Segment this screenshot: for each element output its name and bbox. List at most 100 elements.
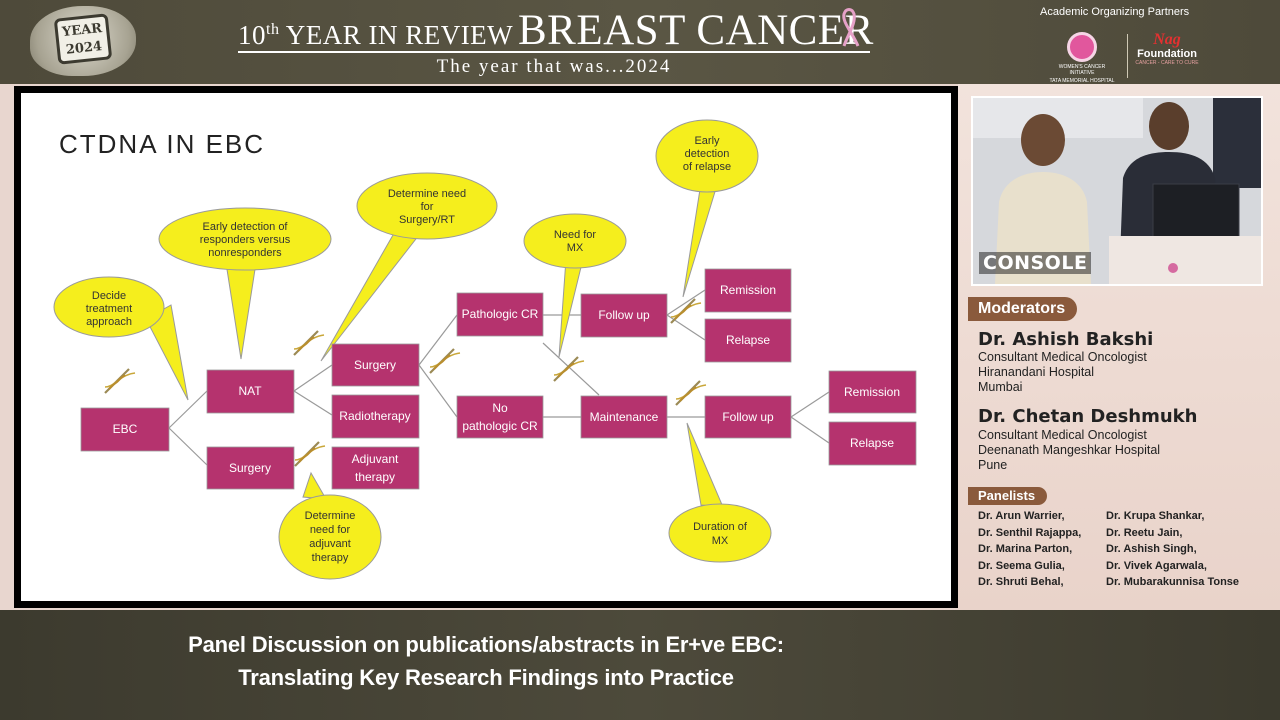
video-frame: CONSOLE	[973, 98, 1261, 284]
label-follow-up-1: Follow up	[598, 308, 650, 322]
year-badge: YEAR 2024	[53, 13, 113, 65]
label-remission-1: Remission	[720, 283, 776, 297]
dna-icon	[103, 367, 137, 395]
bubble-duration-line-1: Duration of	[693, 521, 748, 533]
box-follow-up-2	[704, 395, 792, 439]
bubble-adjuvant-line-1: Determine	[305, 510, 356, 522]
panelist: Dr. Shruti Behal,	[978, 576, 1064, 588]
event-title-edition: 10th YEAR IN REVIEW	[238, 20, 514, 50]
bubble-adjuvant-line-3: adjuvant	[309, 538, 351, 550]
label-relapse-1: Relapse	[726, 333, 770, 347]
bubble-surgery-line-2: for	[421, 201, 434, 213]
panelist: Dr. Vivek Agarwala,	[1106, 560, 1207, 572]
box-remission-1	[704, 268, 792, 313]
box-ebc	[80, 407, 170, 452]
panelists-label: Panelists	[968, 487, 1048, 505]
moderator-1-name: Dr. Ashish Bakshi	[978, 329, 1154, 350]
bubble-early-relapse: Early detection of relapse	[655, 119, 759, 298]
nag-foundation-logo: Nag Foundation CANCER - CARE TO CURE	[1134, 32, 1200, 80]
bubble-needmx-line-2: MX	[567, 242, 584, 254]
event-tagline: The year that was...2024	[436, 56, 672, 77]
wci-caption-2: TATA MEMORIAL HOSPITAL	[1049, 78, 1115, 84]
console-label: CONSOLE	[979, 252, 1092, 274]
box-surgery-left	[206, 446, 295, 490]
bubble-surgery-line-1: Determine need	[388, 188, 466, 200]
moderator-1-details: Consultant Medical Oncologist Hiranandan…	[978, 350, 1147, 395]
label-adjuvant-2: therapy	[355, 470, 395, 484]
dna-icon	[674, 379, 708, 407]
session-title-line-1: Panel Discussion on publications/abstrac…	[188, 632, 784, 657]
box-follow-up-1	[580, 293, 668, 338]
bubble-decide: Decide treatment approach	[53, 276, 189, 401]
bubble-adjuvant-line-4: therapy	[312, 552, 349, 564]
event-header: YEAR 2024 10th YEAR IN REVIEW BREAST CAN…	[0, 0, 1280, 84]
event-title: 10th YEAR IN REVIEW BREAST CANCER	[238, 6, 878, 54]
title-divider	[238, 51, 870, 53]
bubble-adjuvant-line-2: need for	[310, 524, 351, 536]
box-radiotherapy	[331, 394, 420, 439]
dna-icon	[428, 347, 462, 375]
ctdna-flow-diagram: Decide treatment approach Early detectio…	[53, 119, 917, 580]
event-title-main: BREAST CANCER	[518, 7, 874, 54]
moderator-2-role: Consultant Medical Oncologist	[978, 428, 1147, 442]
nag-caption: CANCER - CARE TO CURE	[1135, 60, 1199, 66]
box-maintenance	[580, 395, 668, 439]
foundation-wordmark: Foundation	[1137, 48, 1197, 60]
moderator-2-org: Deenanath Mangeshkar Hospital	[978, 443, 1161, 457]
label-no-path-2: pathologic CR	[462, 419, 538, 433]
bubble-duration-line-2: MX	[712, 535, 729, 547]
partners-label: Academic Organizing Partners	[1040, 6, 1190, 18]
box-nat	[206, 369, 295, 414]
bubble-relapse-line-3: of relapse	[683, 161, 731, 173]
panelist: Dr. Ashish Singh,	[1106, 543, 1197, 555]
moderator-1-org: Hiranandani Hospital	[978, 365, 1095, 379]
label-nat: NAT	[238, 384, 262, 398]
partner-divider	[1127, 34, 1128, 78]
box-pathologic-cr	[456, 292, 544, 337]
bubble-decide-line-1: Decide	[92, 290, 126, 302]
moderator-1-role: Consultant Medical Oncologist	[978, 350, 1147, 364]
bubble-relapse-line-2: detection	[685, 148, 730, 160]
label-no-path-1: No	[492, 401, 508, 415]
bubble-surgery-line-3: Surgery/RT	[399, 214, 455, 226]
panelist: Dr. Arun Warrier,	[978, 510, 1065, 522]
label-pathologic-cr: Pathologic CR	[462, 307, 539, 321]
bubble-need-mx: Need for MX	[523, 213, 627, 358]
wci-caption-1: WOMEN'S CANCER INITIATIVE	[1058, 64, 1106, 76]
badge-line-2024: 2024	[65, 39, 103, 58]
box-no-pathologic-cr	[456, 395, 544, 439]
console-video-feed: CONSOLE	[971, 96, 1263, 286]
bubble-determine-surgery: Determine need for Surgery/RT	[320, 172, 498, 362]
presentation-slide: CTDNA IN EBC	[21, 93, 951, 601]
moderators-label: Moderators	[968, 297, 1078, 321]
label-maintenance: Maintenance	[590, 410, 659, 424]
panelist: Dr. Mubarakunnisa Tonse	[1106, 576, 1240, 588]
panelist: Dr. Marina Parton,	[978, 543, 1073, 555]
bubble-early-line-3: nonresponders	[208, 247, 282, 259]
label-surgery-mid: Surgery	[354, 358, 396, 372]
box-relapse-1	[704, 318, 792, 363]
moderator-2-name: Dr. Chetan Deshmukh	[978, 406, 1198, 427]
pink-ribbon-icon	[842, 8, 860, 47]
label-ebc: EBC	[113, 422, 138, 436]
session-title-line-2: Translating Key Research Findings into P…	[238, 665, 734, 690]
dna-icon	[292, 329, 326, 357]
panelist: Dr. Reetu Jain,	[1106, 527, 1183, 539]
box-adjuvant	[331, 446, 420, 490]
panelist: Dr. Seema Gulia,	[978, 560, 1065, 572]
bubble-early-responders: Early detection of responders versus non…	[158, 207, 332, 360]
womens-cancer-initiative-logo: WOMEN'S CANCER INITIATIVE TATA MEMORIAL …	[1046, 32, 1118, 84]
box-surgery-mid	[331, 343, 420, 387]
dna-icon	[293, 440, 327, 468]
year-2024-logo: YEAR 2024	[30, 6, 136, 76]
bubble-needmx-line-1: Need for	[554, 229, 597, 241]
label-radiotherapy: Radiotherapy	[339, 409, 410, 423]
panelist: Dr. Krupa Shankar,	[1106, 510, 1205, 522]
bubble-determine-adjuvant: Determine need for adjuvant therapy	[278, 471, 382, 580]
session-title-banner: Panel Discussion on publications/abstrac…	[0, 610, 1280, 720]
bubble-decide-line-2: treatment	[86, 303, 132, 315]
bubble-early-line-2: responders versus	[200, 234, 291, 246]
bubble-relapse-line-1: Early	[694, 135, 720, 147]
wci-circle-icon	[1067, 32, 1097, 62]
panelist: Dr. Senthil Rajappa,	[978, 527, 1082, 539]
